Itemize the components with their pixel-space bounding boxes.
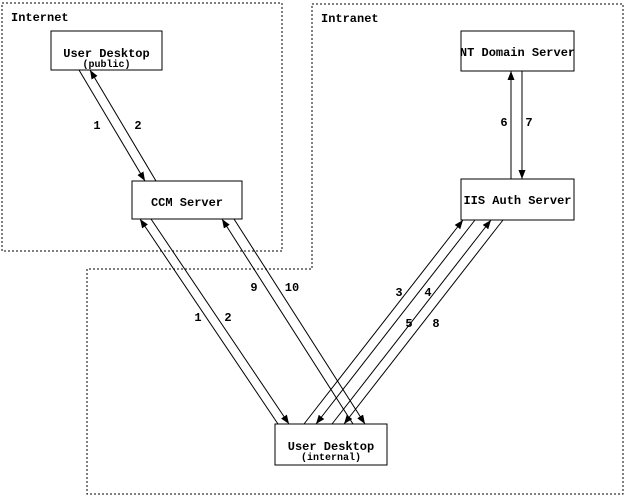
edge-9-arrow (221, 218, 354, 425)
edge-2-arrow (150, 218, 290, 425)
zone-outline-intranet (86, 3, 624, 495)
edge-1-arrow (139, 218, 279, 425)
edge-3-label: 3 (395, 286, 402, 300)
edge-6-label: 6 (500, 116, 507, 130)
node-title-user-desktop-public: User Desktop (63, 47, 149, 61)
node-box-ccm-server (131, 180, 243, 220)
edge-5-arrow (331, 219, 492, 425)
node-ccm-server: CCM Server (131, 180, 243, 220)
node-subtitle-user-desktop-public: (public) (82, 59, 130, 71)
zone-outline-internet (1, 2, 283, 252)
node-user-desktop-public: User Desktop(public) (50, 30, 163, 71)
edge-8-label: 8 (432, 317, 439, 331)
node-box-user-desktop-internal (274, 423, 388, 466)
edge-1-arrow (78, 69, 146, 182)
edge-8-arrow (343, 219, 504, 425)
edge-1-label: 1 (93, 119, 100, 133)
edge-1-label: 1 (194, 311, 201, 325)
edge-4-arrow (315, 219, 476, 425)
node-subtitle-user-desktop-internal: (internal) (301, 452, 361, 464)
edge-4-label: 4 (424, 286, 431, 300)
node-title-iis-auth-server: IIS Auth Server (463, 194, 571, 208)
edge-2-arrow (89, 69, 157, 182)
node-title-nt-domain-server: NT Domain Server (460, 46, 575, 60)
edge-3-arrow (303, 219, 464, 425)
node-iis-auth-server: IIS Auth Server (460, 178, 575, 221)
edge-10-arrow (233, 218, 366, 425)
node-box-user-desktop-public (50, 30, 163, 71)
zone-label-internet: Internet (11, 11, 69, 25)
node-nt-domain-server: NT Domain Server (460, 30, 575, 72)
node-box-nt-domain-server (460, 30, 575, 72)
edges-layer: 1 2 6 7 1 2 9 10 3 4 5 8 (78, 69, 533, 425)
edge-9-label: 9 (250, 281, 257, 295)
node-box-iis-auth-server (460, 178, 575, 221)
edge-2-label: 2 (224, 311, 231, 325)
edge-5-label: 5 (405, 317, 412, 331)
edge-2-label: 2 (134, 119, 141, 133)
zone-label-intranet: Intranet (321, 12, 379, 26)
node-title-user-desktop-internal: User Desktop (288, 440, 374, 454)
edge-10-label: 10 (285, 281, 299, 295)
edge-7-label: 7 (525, 116, 532, 130)
node-user-desktop-internal: User Desktop(internal) (274, 423, 388, 466)
node-title-ccm-server: CCM Server (151, 196, 223, 210)
